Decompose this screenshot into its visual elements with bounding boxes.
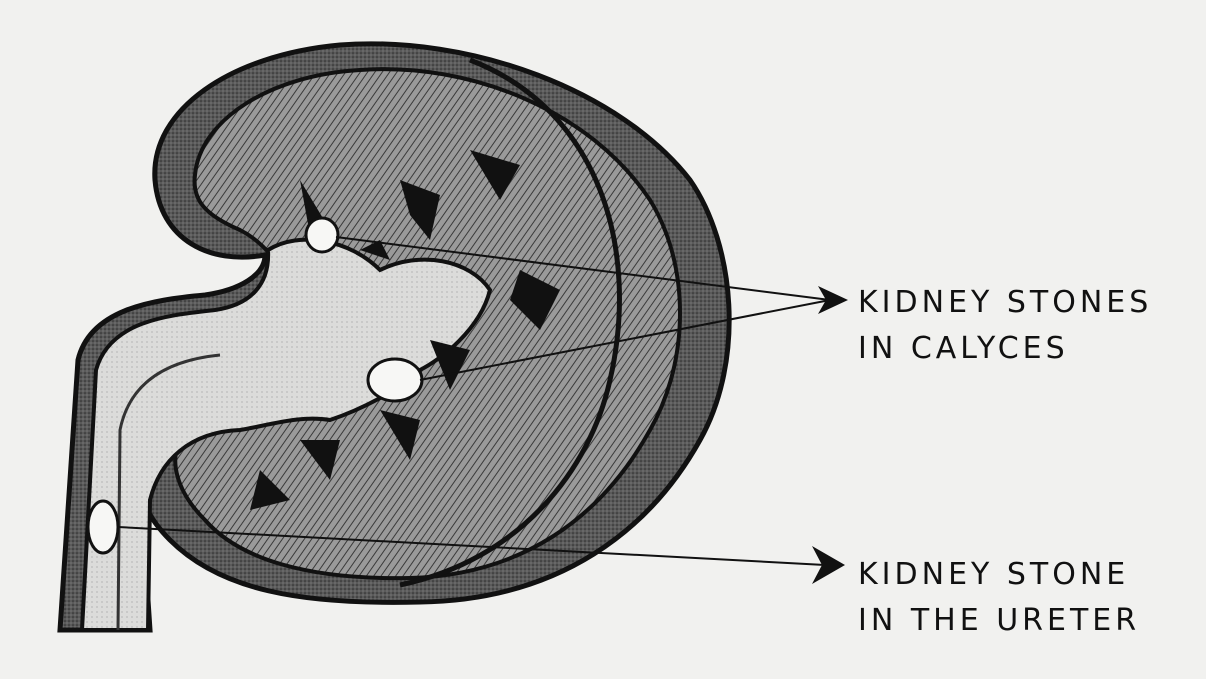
- label-ureter-line1: KIDNEY STONE: [858, 552, 1140, 598]
- stone-upper-calyx: [306, 218, 338, 252]
- label-kidney-stones-in-calyces: KIDNEY STONES IN CALYCES: [858, 280, 1152, 372]
- stone-middle-calyx: [368, 359, 422, 401]
- label-calyces-line2: IN CALYCES: [858, 326, 1152, 372]
- label-calyces-line1: KIDNEY STONES: [858, 280, 1152, 326]
- label-ureter-line2: IN THE URETER: [858, 598, 1140, 644]
- stone-ureter: [88, 501, 118, 553]
- label-kidney-stone-in-ureter: KIDNEY STONE IN THE URETER: [858, 552, 1140, 644]
- arrow-heads: [812, 286, 848, 584]
